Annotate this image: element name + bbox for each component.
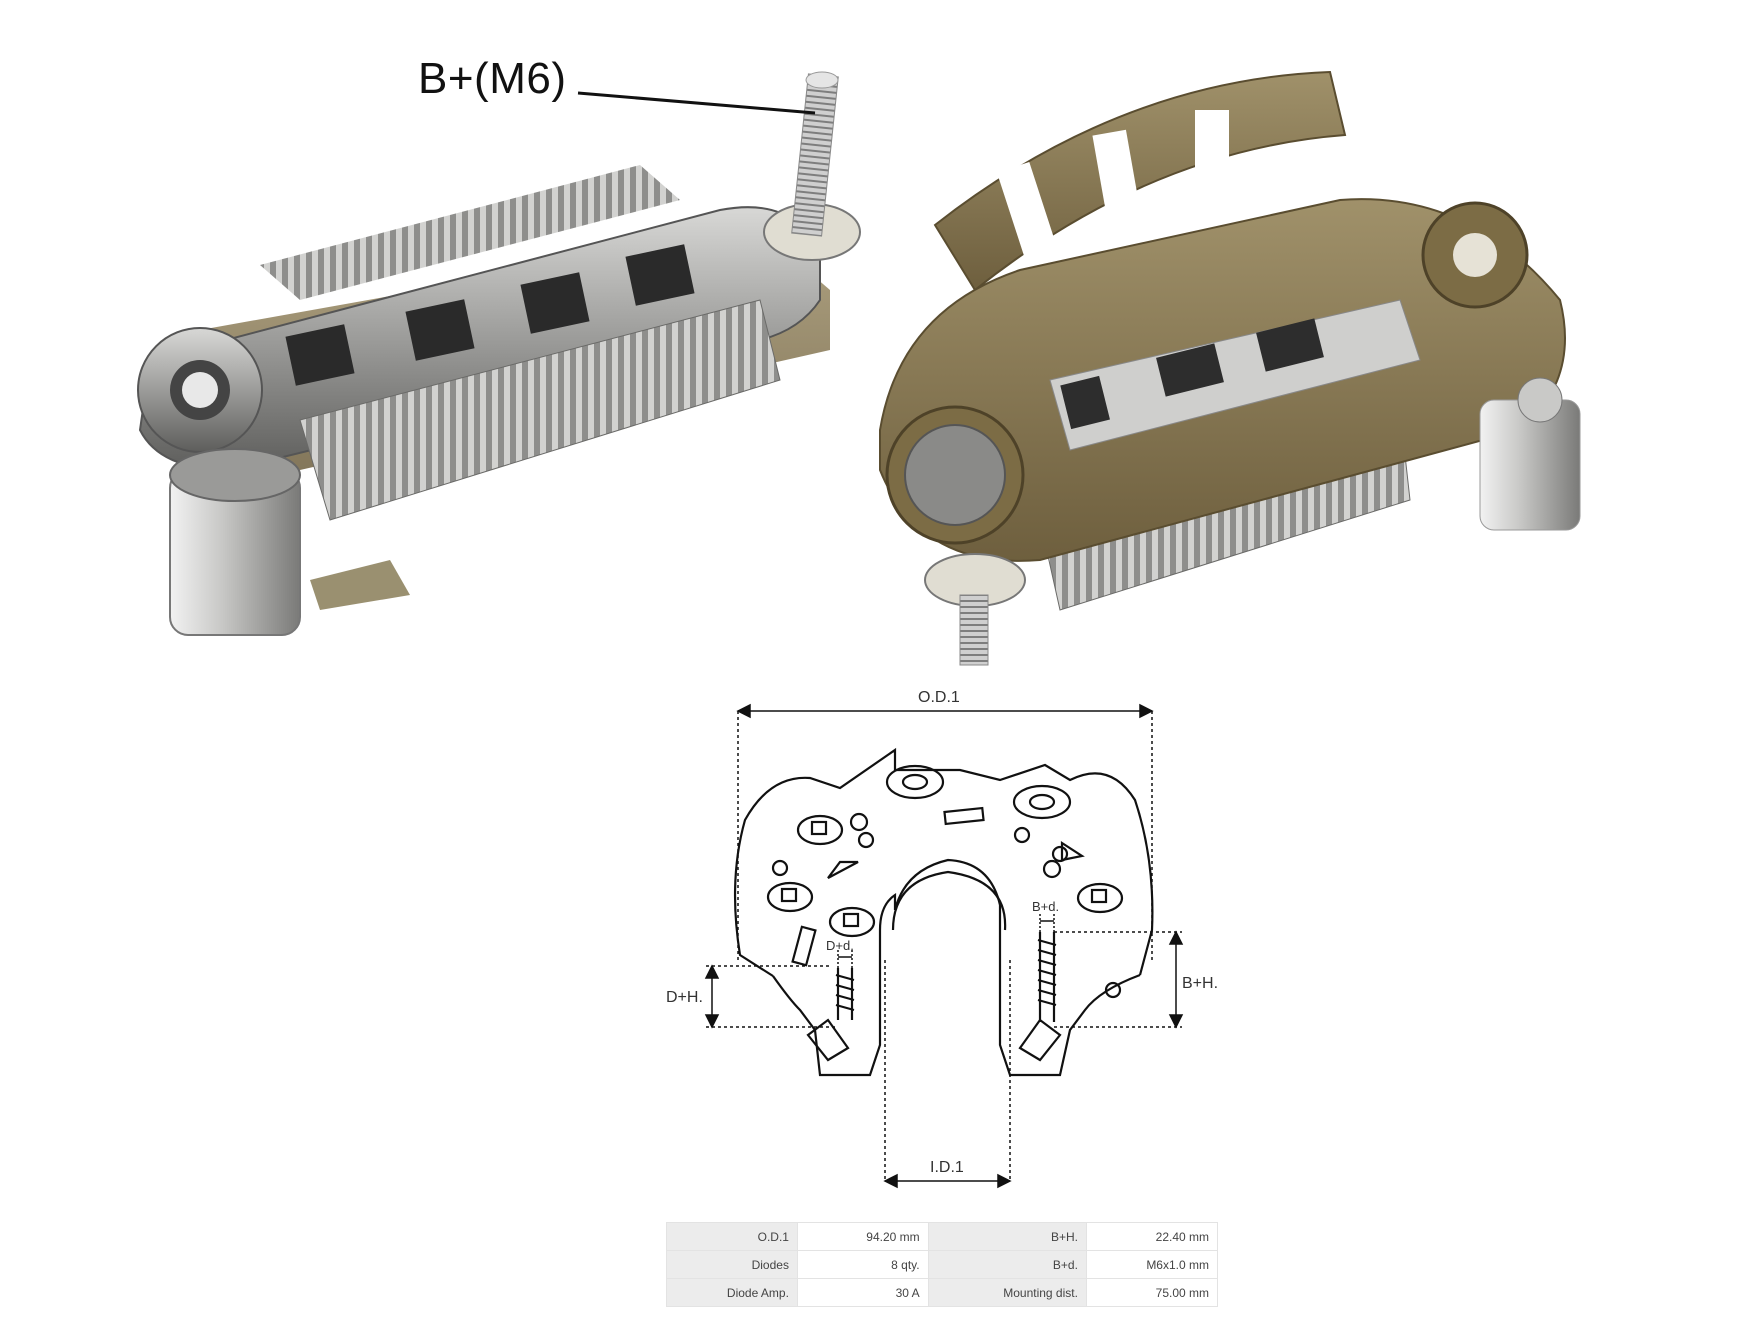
spec-value: 30 A [796,1278,929,1307]
table-row: O.D.1 94.20 mm B+H. 22.40 mm [666,1222,1219,1251]
table-row: Diodes 8 qty. B+d. M6x1.0 mm [666,1250,1219,1279]
spec-label: Diodes [666,1250,798,1279]
bd-label: B+d. [1032,899,1059,914]
spec-label: Diode Amp. [666,1278,798,1307]
spec-value: 22.40 mm [1085,1222,1219,1251]
b-plus-callout-label: B+(M6) [418,54,567,103]
spec-value: 8 qty. [796,1250,929,1279]
rectifier-dimension-drawing [733,747,1154,1077]
callout-leader-line [577,91,816,115]
id-label: I.D.1 [930,1159,964,1176]
rectifier-photo-right [879,70,1581,666]
spec-value: 94.20 mm [796,1222,929,1251]
spec-label: Mounting dist. [927,1278,1087,1307]
bh-label: B+H. [1182,975,1218,992]
dh-label: D+H. [666,989,703,1006]
spec-label: B+d. [927,1250,1087,1279]
od-label: O.D.1 [918,689,960,706]
dd-label: D+d. [826,938,854,953]
spec-label: B+H. [927,1222,1087,1251]
spec-value: 75.00 mm [1085,1278,1219,1307]
spec-label: O.D.1 [666,1222,798,1251]
spec-value: M6x1.0 mm [1085,1250,1219,1279]
table-row: Diode Amp. 30 A Mounting dist. 75.00 mm [666,1278,1219,1307]
spec-table: O.D.1 94.20 mm B+H. 22.40 mm Diodes 8 qt… [666,1222,1219,1307]
rectifier-photo-left [137,71,861,636]
dimension-lines [704,703,1184,1189]
